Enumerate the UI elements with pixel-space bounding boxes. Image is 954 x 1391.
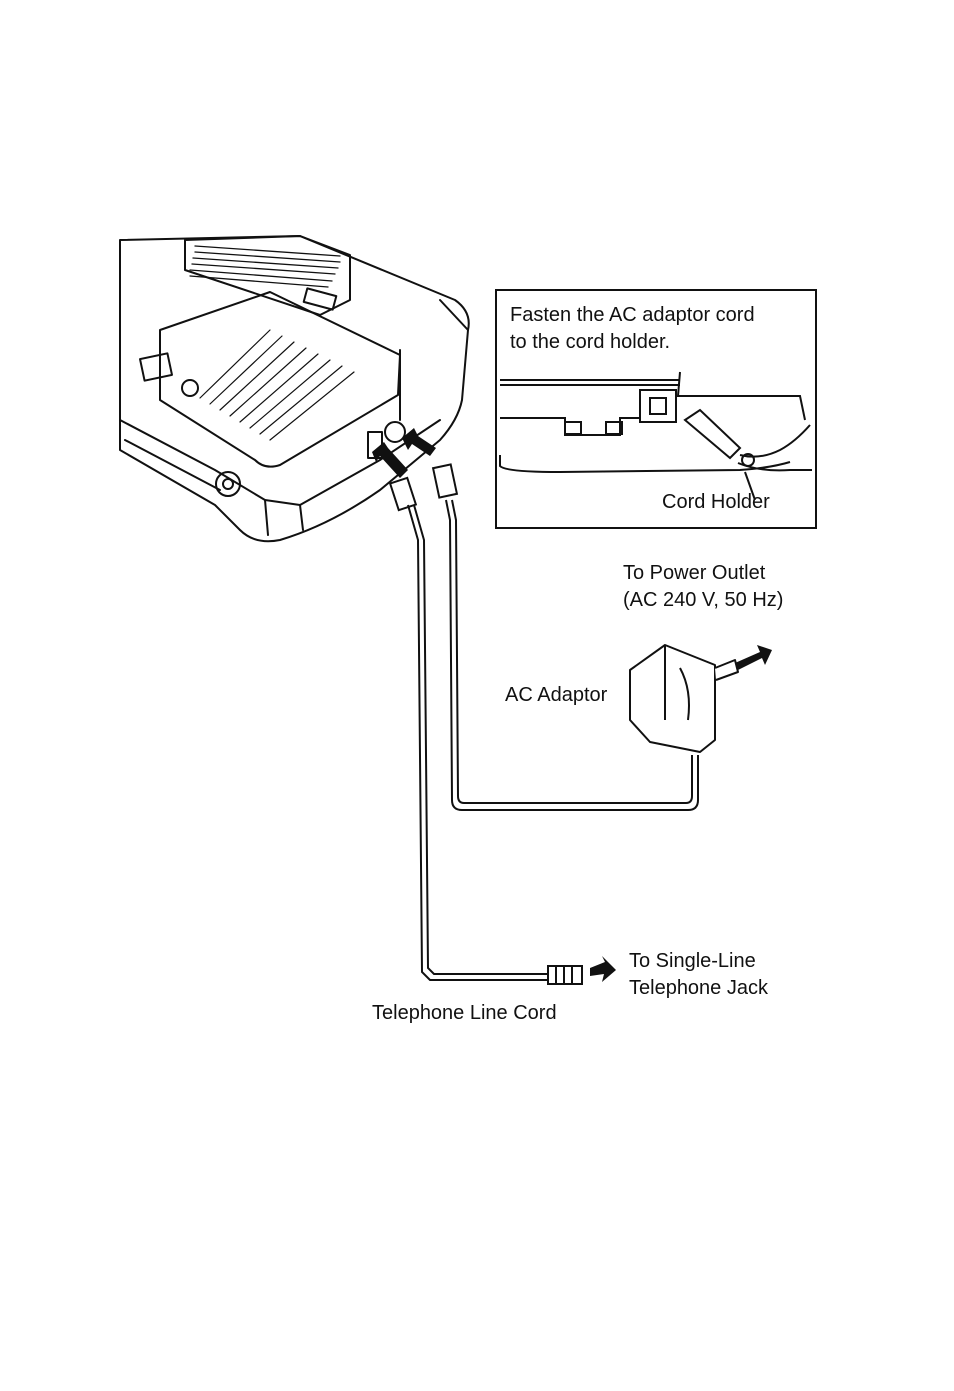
base-unit-drawing (120, 236, 469, 541)
ac-adaptor-label: AC Adaptor (505, 682, 607, 709)
power-outlet-label-line1: To Power Outlet (623, 560, 765, 587)
inset-instruction-line2: to the cord holder. (510, 329, 670, 356)
telephone-jack-label-line1: To Single-Line (629, 948, 756, 975)
ac-adaptor-drawing (630, 645, 738, 752)
telephone-line-cord (390, 478, 582, 984)
cord-holder-label: Cord Holder (662, 489, 770, 516)
power-outlet-arrow (735, 645, 772, 670)
power-outlet-label-line2: (AC 240 V, 50 Hz) (623, 587, 783, 614)
telephone-line-cord-label: Telephone Line Cord (372, 1000, 557, 1027)
telephone-jack-label-line2: Telephone Jack (629, 975, 768, 1002)
inset-instruction-line1: Fasten the AC adaptor cord (510, 302, 755, 329)
telephone-jack-arrow (590, 956, 616, 982)
